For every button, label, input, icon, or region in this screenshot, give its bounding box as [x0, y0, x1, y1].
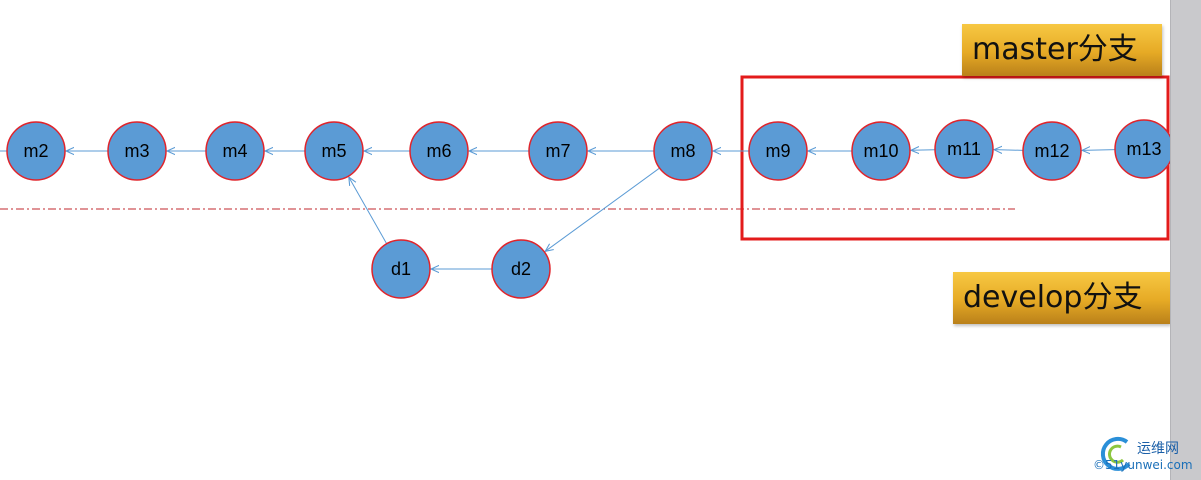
commit-arrow-m8-to-d2 [545, 167, 660, 251]
commit-circle [205, 121, 265, 181]
commit-label: m7 [545, 141, 570, 161]
commit-label: m12 [1034, 141, 1069, 161]
commit-circle [371, 239, 431, 299]
watermark: 运维网 ©51yunwei.com [1093, 432, 1193, 478]
commit-label: m6 [426, 141, 451, 161]
commit-label: m3 [124, 141, 149, 161]
commit-circle [748, 121, 808, 181]
commit-arrow-d1-to-m5 [349, 177, 388, 245]
commit-label: m10 [863, 141, 898, 161]
commit-node-m7: m7 [528, 121, 588, 181]
commit-circle [528, 121, 588, 181]
commit-circle [934, 119, 994, 179]
commit-label: m8 [670, 141, 695, 161]
commit-arrow-m11-to-m10 [911, 150, 936, 151]
commit-circle [851, 121, 911, 181]
commit-node-m6: m6 [409, 121, 469, 181]
commit-node-m13: m13 [1114, 119, 1170, 179]
commit-circle [6, 121, 66, 181]
commit-node-m5: m5 [304, 121, 364, 181]
commit-label: m13 [1126, 139, 1161, 159]
commit-circle [304, 121, 364, 181]
commit-node-m10: m10 [851, 121, 911, 181]
commit-label: m5 [321, 141, 346, 161]
commit-circle [491, 239, 551, 299]
watermark-logo-icon [1100, 436, 1131, 471]
commit-circle [1114, 119, 1170, 179]
develop-branch-label: develop分支 [953, 272, 1170, 324]
commit-label: m11 [947, 139, 981, 159]
commit-node-m2: m2 [6, 121, 66, 181]
commit-circle [1022, 121, 1082, 181]
git-branch-diagram: m2 m3 m4 m5 m6 m7 m8 m9 m10 m11 m12 m13 d1 d2 [0, 75, 1170, 299]
commit-circle [653, 121, 713, 181]
commit-node-m12: m12 [1022, 121, 1082, 181]
commit-circle [409, 121, 469, 181]
watermark-title: 运维网 [1137, 441, 1179, 457]
commit-node-d1: d1 [371, 239, 431, 299]
commit-node-m3: m3 [107, 121, 167, 181]
commit-label: d1 [391, 259, 411, 279]
master-branch-label: master分支 [962, 24, 1162, 76]
watermark-site: ©51yunwei.com [1093, 458, 1193, 472]
commit-label: m9 [765, 141, 790, 161]
commit-circle [107, 121, 167, 181]
commit-node-m8: m8 [653, 121, 713, 181]
commit-label: m2 [23, 141, 48, 161]
commit-arrow-m13-to-m12 [1082, 150, 1116, 151]
commit-label: d2 [511, 259, 531, 279]
commit-node-m9: m9 [748, 121, 808, 181]
commit-arrow-m12-to-m11 [994, 150, 1024, 151]
commit-label: m4 [222, 141, 247, 161]
commit-node-m11: m11 [934, 119, 994, 179]
commit-node-d2: d2 [491, 239, 551, 299]
vertical-scrollbar[interactable] [1170, 0, 1201, 480]
commit-node-m4: m4 [205, 121, 265, 181]
